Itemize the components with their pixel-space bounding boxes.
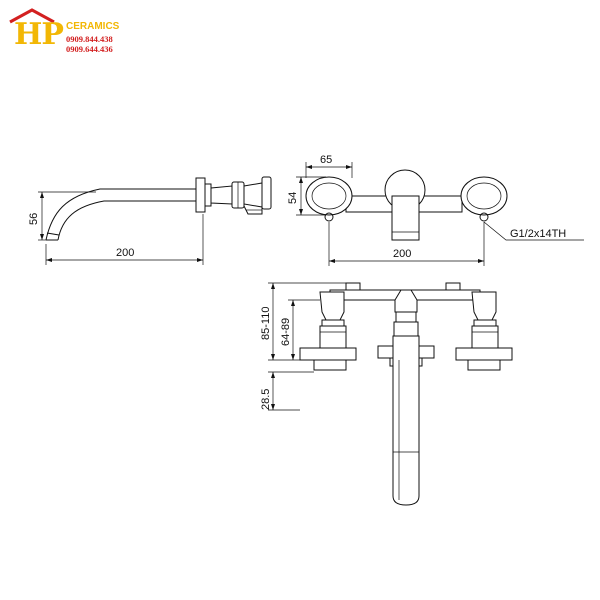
install-view: 85-110 64-89 28.5 [260, 282, 513, 506]
front-width-label: 65 [320, 154, 332, 166]
brand-logo: HP CERAMICS 0909.844.438 0909.644.436 [6, 8, 136, 58]
front-height-label: 54 [287, 192, 299, 204]
side-length-label: 200 [116, 247, 134, 259]
depth-label: 28.5 [260, 389, 272, 410]
logo-phone-2: 0909.644.436 [66, 44, 113, 54]
thread-label: G1/2x14TH [510, 228, 566, 240]
front-spacing-label: 200 [393, 248, 411, 260]
logo-phone-1: 0909.844.438 [66, 34, 113, 44]
logo-mark: HP [14, 17, 64, 52]
logo-brand-name: CERAMICS [66, 21, 120, 32]
range-inner-label: 64-89 [280, 318, 292, 346]
range-outer-label: 85-110 [260, 307, 272, 340]
side-height-label: 56 [28, 213, 40, 225]
front-view: 65 54 200 G1/2x14TH [287, 154, 584, 266]
house-roof-icon [9, 8, 55, 24]
side-view: 56 200 [28, 176, 272, 265]
